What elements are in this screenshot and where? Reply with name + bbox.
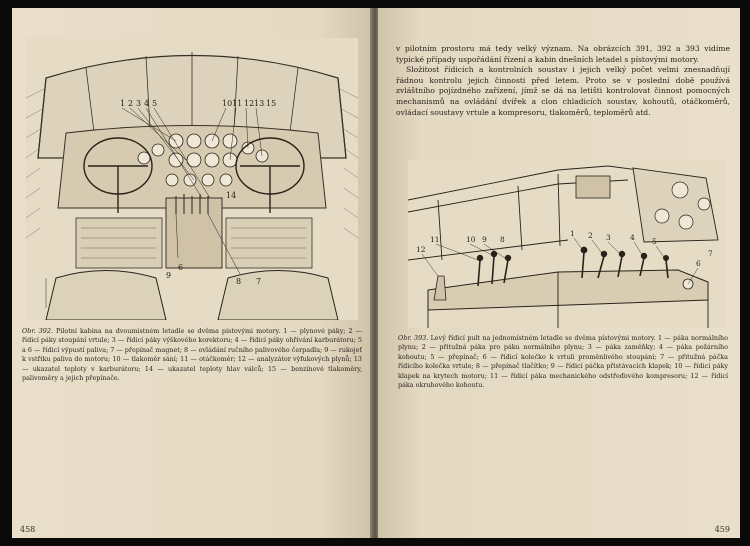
paragraph-1: v pilotním prostoru má tedy velký význam…	[396, 44, 730, 64]
callout-393-8: 8	[500, 235, 505, 244]
callout-393-7: 7	[708, 249, 713, 258]
paragraph-2: Složitost řídicích a kontrolních soustav…	[396, 65, 730, 117]
callout-10: 10	[222, 99, 232, 108]
figure-393-label: Obr. 393.	[398, 334, 429, 342]
callout-12: 12	[244, 99, 254, 108]
figure-392-label: Obr. 392.	[22, 327, 53, 335]
body-text: v pilotním prostoru má tedy velký význam…	[396, 44, 730, 118]
callout-393-6: 6	[696, 259, 701, 268]
callout-5: 5	[152, 99, 157, 108]
left-page: 1 2 3 4 5 6 7 8 9 10 11 12 13 14 15 Obr.…	[12, 8, 372, 538]
figure-392-caption: Obr. 392. Pilotní kabina na dvoumístném …	[22, 327, 362, 383]
callout-2: 2	[128, 99, 133, 108]
callout-393-5: 5	[652, 237, 657, 246]
figure-393-caption-text: Levý řídicí pult na jednomístném letadle…	[398, 334, 728, 390]
callout-4: 4	[144, 99, 149, 108]
callout-393-11: 11	[430, 235, 440, 244]
book-gutter	[370, 8, 380, 538]
callout-1: 1	[120, 99, 125, 108]
callout-9: 9	[166, 271, 171, 280]
callout-7: 7	[256, 277, 261, 286]
callout-393-2: 2	[588, 231, 593, 240]
callout-393-9: 9	[482, 235, 487, 244]
callout-15: 15	[266, 99, 276, 108]
callout-393-4: 4	[630, 233, 635, 242]
callout-3: 3	[136, 99, 141, 108]
callout-13: 13	[254, 99, 264, 108]
page-number-left: 458	[20, 525, 36, 534]
control-console-illustration: 12 11 10 9 8 1 2 3 4 5 6 7	[408, 160, 726, 328]
callout-14: 14	[226, 191, 236, 200]
callout-6: 6	[178, 263, 183, 272]
page-number-right: 459	[714, 525, 730, 534]
callout-393-3: 3	[606, 233, 611, 242]
right-page: v pilotním prostoru má tedy velký význam…	[378, 8, 740, 538]
callout-393-12: 12	[416, 245, 426, 254]
callout-393-10: 10	[466, 235, 476, 244]
callout-11: 11	[232, 99, 242, 108]
figure-393-caption: Obr. 393. Levý řídicí pult na jednomístn…	[398, 334, 728, 390]
cockpit-illustration: 1 2 3 4 5 6 7 8 9 10 11 12 13 14 15	[26, 38, 358, 320]
callout-393-1: 1	[570, 229, 575, 238]
figure-392-caption-text: Pilotní kabina na dvoumístném letadle se…	[22, 327, 362, 383]
callout-8: 8	[236, 277, 241, 286]
